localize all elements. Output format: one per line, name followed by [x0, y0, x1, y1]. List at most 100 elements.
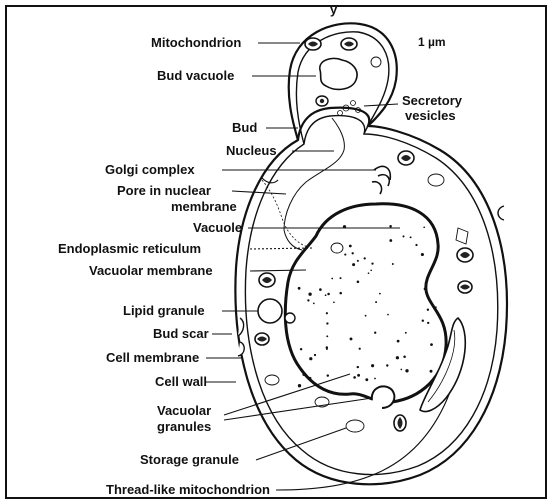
- vacuolar-granule-dot: [309, 377, 312, 380]
- label-cell-wall: Cell wall: [155, 374, 207, 389]
- leader-secretory: [364, 104, 398, 106]
- label-cell-membrane: Cell membrane: [106, 350, 199, 365]
- label-pore-1: Pore in nuclear: [117, 183, 211, 198]
- vacuolar-granule-dot: [344, 254, 346, 256]
- vacuolar-granule-dot: [389, 239, 392, 242]
- vacuolar-granule-dot: [422, 319, 424, 321]
- vacuolar-granule-dot: [379, 293, 381, 295]
- vacuolar-granule-dot: [326, 346, 328, 348]
- vacuolar-granule-dot: [350, 337, 353, 340]
- vacuolar-granule-dot: [327, 374, 329, 376]
- vacuolar-granule-dot: [308, 293, 311, 296]
- vacuolar-granule-dot: [368, 272, 370, 274]
- leader-storage: [256, 428, 346, 460]
- label-er: Endoplasmic reticulum: [58, 241, 201, 256]
- vacuolar-granule-dot: [430, 370, 433, 373]
- vacuolar-granule-dot: [357, 366, 359, 368]
- vacuolar-granule-dot: [396, 356, 399, 359]
- vacuole-inclusion: [372, 386, 395, 408]
- vacuolar-granule-dot: [357, 260, 359, 262]
- storage-granule-4: [456, 228, 468, 244]
- label-bud-vacuole: Bud vacuole: [157, 68, 234, 83]
- bud-scar-left: [238, 318, 244, 336]
- vacuolar-granule-dot: [365, 315, 367, 317]
- label-nucleus: Nucleus: [226, 143, 277, 158]
- mitochondrion-right-1: [457, 248, 473, 262]
- label-secretory-2: vesicles: [405, 108, 456, 123]
- label-vacuole: Vacuole: [193, 220, 242, 235]
- label-vacuolar-granules-2: granules: [157, 419, 211, 434]
- vacuolar-granule-dot: [359, 348, 361, 350]
- vacuolar-granule-dot: [403, 355, 406, 358]
- vacuolar-granule-dot: [326, 322, 328, 324]
- vacuolar-granule-dot: [375, 301, 377, 303]
- vacuolar-granule-dot: [370, 269, 372, 271]
- vacuolar-granule-dot: [302, 373, 305, 376]
- label-bud: Bud: [232, 120, 257, 135]
- leader-vac-granules-a: [224, 374, 350, 415]
- vacuolar-granule-dot: [405, 369, 408, 372]
- bud-mitochondrion-2: [341, 38, 357, 50]
- vacuolar-granule-dot: [326, 335, 328, 337]
- vacuolar-granule-dot: [427, 309, 429, 311]
- storage-granule-3: [428, 174, 444, 186]
- vacuolar-granule-dot: [421, 253, 424, 256]
- vacuolar-granule-dot: [415, 244, 417, 246]
- label-lipid-granule: Lipid granule: [123, 303, 205, 318]
- vacuolar-granule-dot: [325, 294, 327, 296]
- vacuolar-granule-dot: [423, 226, 425, 228]
- vacuolar-granule-dot: [374, 332, 376, 334]
- vacuolar-granule-dot: [405, 332, 407, 334]
- vacuolar-granule-dot: [309, 357, 312, 360]
- vacuolar-granule-dot: [386, 364, 388, 366]
- vacuolar-granule-dot: [331, 278, 333, 280]
- vacuolar-granule-dot: [357, 374, 360, 377]
- vacuolar-granule-dot: [410, 236, 412, 238]
- label-mitochondrion: Mitochondrion: [151, 35, 241, 50]
- vacuolar-granule-dot: [374, 378, 376, 380]
- bud-vesicle: [371, 57, 381, 67]
- vacuolar-granule-dot: [298, 287, 301, 290]
- leader-vac-granules-b: [224, 398, 372, 420]
- vacuolar-granule-dot: [327, 293, 330, 296]
- vacuole: [285, 204, 446, 408]
- storage-granule-5: [265, 375, 279, 385]
- vacuolar-granule-dot: [357, 281, 360, 284]
- vacuolar-granule-dot: [387, 314, 389, 316]
- vacuolar-granule-dot: [365, 378, 368, 381]
- mitochondrion-right-2: [458, 281, 472, 293]
- mitochondrion-near-golgi: [398, 151, 414, 165]
- label-storage-granule: Storage granule: [140, 452, 239, 467]
- vacuolar-granule-dot: [352, 263, 355, 266]
- label-bud-scar: Bud scar: [153, 326, 209, 341]
- mitochondrion-bottom: [394, 415, 406, 431]
- bud-scar-right: [498, 206, 504, 220]
- label-pore-2: membrane: [171, 199, 237, 214]
- vacuolar-granule-dot: [314, 354, 316, 356]
- vacuolar-granule-dot: [371, 262, 373, 264]
- vacuolar-granule-dot: [340, 277, 342, 279]
- label-secretory-1: Secretory: [402, 93, 463, 108]
- bud-mitochondrion-3: [316, 96, 328, 106]
- vacuolar-granule-dot: [307, 299, 309, 301]
- vacuolar-granule-dot: [389, 225, 392, 228]
- label-vacuolar-granules-1: Vacuolar: [157, 403, 211, 418]
- vacuolar-granule-dot: [339, 292, 342, 295]
- mitochondrion-left-2: [255, 333, 269, 345]
- vacuolar-granule-dot: [352, 252, 354, 254]
- vacuolar-granule-dot: [313, 303, 315, 305]
- mitochondrion-left-1: [259, 273, 275, 287]
- vacuolar-granule-dot: [300, 348, 302, 350]
- leader-pore: [232, 191, 286, 194]
- bud: [289, 23, 397, 144]
- leader-er: [250, 248, 312, 249]
- bud-mitochondrion-1: [305, 38, 321, 50]
- label-golgi-complex: Golgi complex: [105, 162, 195, 177]
- vacuolar-granule-dot: [319, 288, 322, 291]
- vacuolar-granule-dot: [435, 306, 437, 308]
- title-fragment: y: [330, 2, 338, 17]
- vacuolar-granule-dot: [402, 235, 404, 237]
- vacuolar-granule-dot: [392, 263, 394, 265]
- vacuolar-granule-dot: [427, 322, 429, 324]
- vacuolar-granule-dot: [353, 376, 356, 379]
